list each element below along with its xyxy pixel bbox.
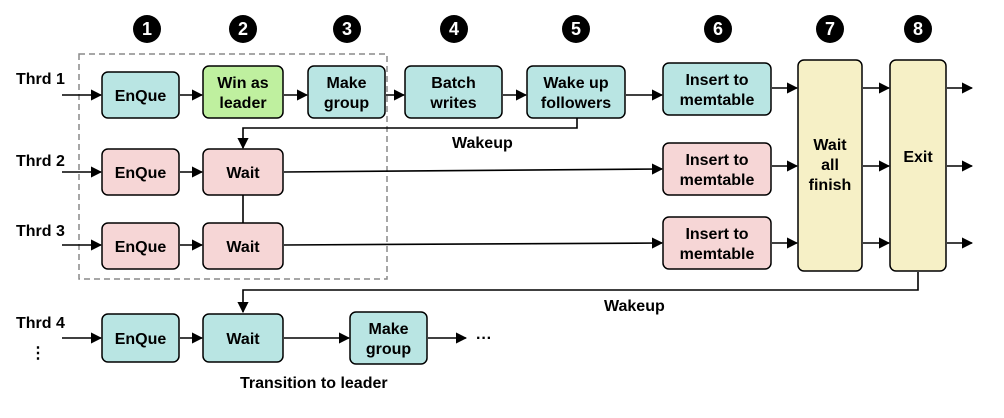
step-number: 2 — [238, 19, 248, 39]
node-label-line-2: all — [821, 157, 839, 174]
node-label-line-2: followers — [541, 95, 611, 112]
thread-label-3: Thrd 3 — [16, 223, 65, 240]
step-marker-5: 5 — [562, 15, 590, 43]
node-label-line-3: finish — [809, 177, 852, 194]
t1-win-leader-node: Win as leader — [202, 65, 284, 119]
transition-label: Transition to leader — [240, 375, 388, 392]
step-marker-8: 8 — [904, 15, 932, 43]
wakeup-path-2 — [237, 272, 919, 314]
node-label-line-1: Insert to — [685, 72, 748, 89]
t4-wait-node: Wait — [202, 313, 284, 363]
t2-enque-node: EnQue — [101, 148, 180, 196]
t1-make-group-node: Make group — [307, 65, 386, 119]
node-label: EnQue — [115, 331, 167, 348]
t1-insert-memtable-node: Insert to memtable — [662, 62, 772, 116]
step-number: 4 — [449, 19, 459, 39]
step-number: 6 — [713, 19, 723, 39]
t1-batch-writes-node: Batch writes — [404, 65, 503, 119]
node-label-line-1: Insert to — [685, 226, 748, 243]
node-label-line-1: Insert to — [685, 152, 748, 169]
t1-wake-followers-node: Wake up followers — [526, 65, 626, 119]
leader-group-region — [78, 53, 388, 280]
node-label-line-1: Wait — [813, 137, 847, 154]
more-threads-marker: ⋮ — [30, 345, 46, 362]
node-label-line-1: Make — [368, 321, 408, 338]
node-label-line-2: leader — [219, 95, 266, 112]
step-number: 5 — [571, 19, 581, 39]
connectors — [62, 82, 974, 344]
step-marker-4: 4 — [440, 15, 468, 43]
step-marker-2: 2 — [229, 15, 257, 43]
thread-label-4: Thrd 4 — [16, 315, 65, 332]
step-marker-7: 7 — [816, 15, 844, 43]
node-label-line-2: group — [366, 341, 412, 358]
thread-label-1: Thrd 1 — [16, 71, 65, 88]
node-label: Wait — [226, 331, 260, 348]
node-label-line-2: writes — [429, 95, 476, 112]
node-label-line-2: memtable — [680, 172, 755, 189]
step-marker-6: 6 — [704, 15, 732, 43]
step-number: 8 — [913, 19, 923, 39]
step-marker-3: 3 — [333, 15, 361, 43]
t4-make-group-node: Make group — [349, 311, 428, 365]
step-number: 7 — [825, 19, 835, 39]
arrow-t3-wait-insert — [283, 237, 664, 249]
step-number: 3 — [342, 19, 352, 39]
step-marker-1: 1 — [133, 15, 161, 43]
exit-node: Exit — [889, 59, 947, 272]
t3-enque-node: EnQue — [101, 222, 180, 270]
node-label-line-1: Make — [326, 75, 366, 92]
arrow-t2-wait-insert — [283, 163, 664, 175]
t4-enque-node: EnQue — [101, 313, 180, 363]
continuation-ellipsis: ··· — [476, 330, 492, 347]
t2-insert-memtable-node: Insert to memtable — [662, 142, 772, 196]
wait-all-finish-node: Wait all finish — [797, 59, 863, 272]
wakeup-path-1 — [237, 118, 578, 150]
node-label: Wait — [226, 239, 260, 256]
t3-insert-memtable-node: Insert to memtable — [662, 216, 772, 270]
node-label-line-2: group — [324, 95, 370, 112]
wakeup-label-2: Wakeup — [604, 298, 665, 315]
node-label: Exit — [903, 149, 933, 166]
t2-wait-node: Wait — [202, 148, 284, 196]
node-label: EnQue — [115, 239, 167, 256]
node-label-line-2: memtable — [680, 246, 755, 263]
t3-wait-node: Wait — [202, 222, 284, 270]
node-label-line-2: memtable — [680, 92, 755, 109]
node-label: EnQue — [115, 88, 167, 105]
thread-label-2: Thrd 2 — [16, 153, 65, 170]
node-label: EnQue — [115, 165, 167, 182]
node-label-line-1: Wake up — [543, 75, 608, 92]
wakeup-label-1: Wakeup — [452, 135, 513, 152]
node-label-line-1: Win as — [217, 75, 269, 92]
node-label: Wait — [226, 165, 260, 182]
step-markers: 1 2 3 4 5 6 7 8 — [133, 15, 932, 43]
t1-enque-node: EnQue — [101, 71, 180, 119]
node-label-line-1: Batch — [431, 75, 475, 92]
step-number: 1 — [142, 19, 152, 39]
